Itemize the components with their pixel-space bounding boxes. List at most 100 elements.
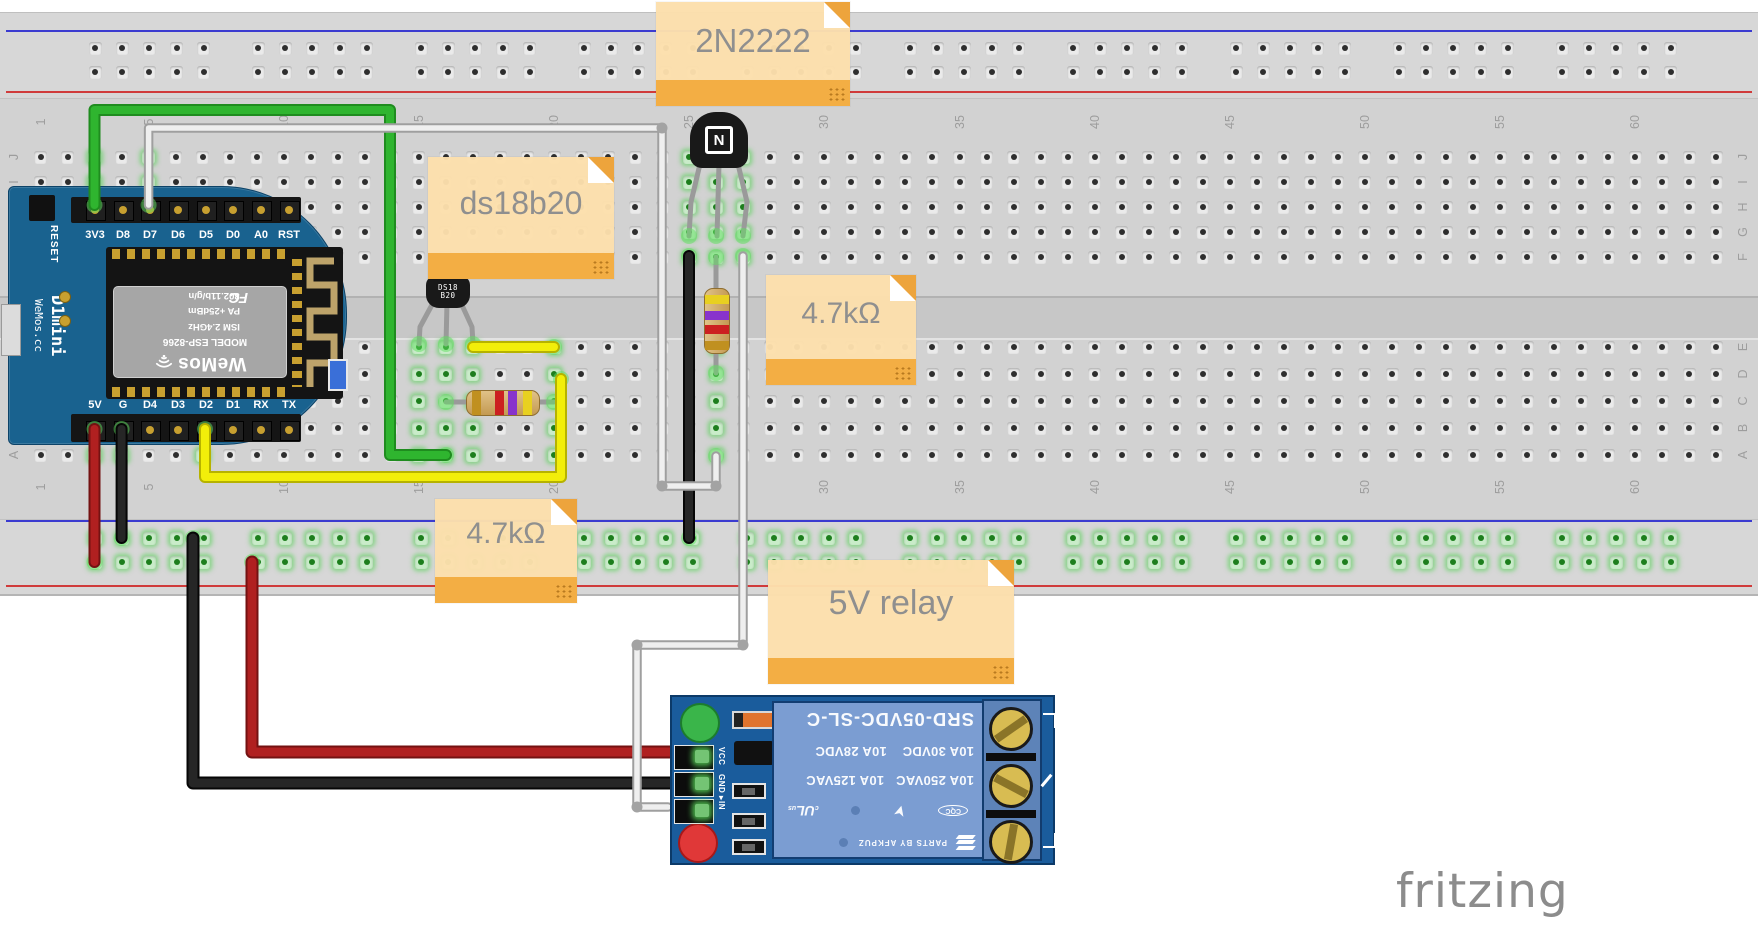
breadboard-hole xyxy=(763,421,777,435)
breadboard-hole xyxy=(1628,200,1642,214)
header-pin[interactable] xyxy=(252,421,272,441)
breadboard-hole xyxy=(1304,394,1318,408)
terminal-screw[interactable] xyxy=(989,820,1033,864)
note-resize-grip[interactable] xyxy=(992,665,1009,680)
breadboard-hole xyxy=(1466,225,1480,239)
breadboard-hole xyxy=(1007,394,1021,408)
breadboard-hole xyxy=(1385,340,1399,354)
wire-green-3v3[interactable] xyxy=(88,104,452,461)
breadboard-hole xyxy=(1093,41,1107,55)
breadboard-hole xyxy=(1148,555,1162,569)
ds18b20-sensor[interactable]: DS18 B20 xyxy=(426,276,470,308)
terminal-separator xyxy=(986,810,1036,818)
relay-pin-gnd[interactable] xyxy=(674,772,714,797)
header-pin[interactable] xyxy=(280,421,300,441)
sticky-note-5v-relay[interactable]: 5V relay xyxy=(768,560,1014,684)
breadboard-hole xyxy=(523,41,537,55)
breadboard-hole xyxy=(659,531,673,545)
header-pin[interactable] xyxy=(224,421,244,441)
breadboard-hole xyxy=(903,41,917,55)
breadboard-hole xyxy=(1358,150,1372,164)
breadboard-hole xyxy=(631,41,645,55)
breadboard-hole xyxy=(1555,65,1569,79)
breadboard-hole xyxy=(1474,41,1488,55)
breadboard-hole xyxy=(1061,175,1075,189)
breadboard-hole xyxy=(844,175,858,189)
breadboard-hole xyxy=(925,367,939,381)
breadboard-hole xyxy=(1709,421,1723,435)
breadboard-hole xyxy=(1061,340,1075,354)
breadboard-hole xyxy=(1439,200,1453,214)
wire-yellow-d2[interactable] xyxy=(199,373,567,483)
transistor-2n2222[interactable]: N xyxy=(690,112,748,168)
wire-red-rail-to-relay[interactable] xyxy=(245,555,683,759)
breadboard-hole xyxy=(1066,65,1080,79)
header-pin[interactable] xyxy=(280,201,300,221)
wire-black-gnd-to-relay[interactable] xyxy=(186,531,683,790)
breadboard-hole xyxy=(520,421,534,435)
breadboard-hole xyxy=(682,225,696,239)
breadboard-hole xyxy=(1061,367,1075,381)
breadboard-hole xyxy=(1115,394,1129,408)
header-pin[interactable] xyxy=(169,421,189,441)
header-pin[interactable] xyxy=(141,421,161,441)
breadboard-hole xyxy=(1601,421,1615,435)
breadboard-hole xyxy=(1574,340,1588,354)
relay-pin-in[interactable] xyxy=(674,799,714,824)
column-number: 50 xyxy=(1357,480,1372,494)
breadboard-hole xyxy=(331,175,345,189)
breadboard-hole xyxy=(1682,225,1696,239)
note-resize-grip[interactable] xyxy=(555,584,572,599)
sticky-note-4k7-b[interactable]: 4.7kΩ xyxy=(435,499,577,603)
breadboard-hole xyxy=(577,555,591,569)
breadboard-hole xyxy=(1385,448,1399,462)
header-pin[interactable] xyxy=(252,201,272,221)
header-pin[interactable] xyxy=(197,201,217,221)
breadboard-hole xyxy=(1446,531,1460,545)
screw-terminal[interactable] xyxy=(982,699,1042,864)
breadboard-hole xyxy=(34,150,47,164)
note-resize-grip[interactable] xyxy=(592,260,609,275)
relay-rating-dc: 10A 30VDC 10A 28VDC xyxy=(815,743,974,759)
band-gold xyxy=(705,341,729,350)
header-pin[interactable] xyxy=(114,201,134,221)
breadboard-hole xyxy=(903,531,917,545)
breadboard-hole xyxy=(1412,421,1426,435)
relay-pin-vcc[interactable] xyxy=(674,745,714,770)
breadboard-hole xyxy=(1142,340,1156,354)
breadboard-hole xyxy=(763,200,777,214)
column-number: 55 xyxy=(1493,115,1508,129)
breadboard-hole xyxy=(278,531,292,545)
sticky-note-ds18b20[interactable]: ds18b20 xyxy=(428,157,614,279)
band-yellow xyxy=(523,391,532,415)
breadboard-hole xyxy=(1601,175,1615,189)
esp8266-shield: WeMos MODEL ESP-8266 ISM 2.4GHz PA +25dB… xyxy=(113,286,287,378)
header-pin[interactable] xyxy=(169,201,189,221)
breadboard-hole xyxy=(817,200,831,214)
breadboard-hole xyxy=(1493,340,1507,354)
via-dot xyxy=(851,806,861,816)
breadboard-hole xyxy=(333,531,347,545)
header-pin[interactable] xyxy=(224,201,244,221)
breadboard-hole xyxy=(953,367,967,381)
breadboard-hole xyxy=(631,555,645,569)
breadboard-hole xyxy=(1277,150,1291,164)
breadboard-hole xyxy=(1493,150,1507,164)
sticky-note-4k7-a[interactable]: 4.7kΩ xyxy=(766,275,916,385)
note-strip xyxy=(768,658,1014,684)
breadboard-hole xyxy=(1439,225,1453,239)
note-resize-grip[interactable] xyxy=(894,366,911,381)
note-resize-grip[interactable] xyxy=(828,87,845,102)
resistor-4k7-horizontal[interactable] xyxy=(466,390,540,416)
resistor-4k7-vertical[interactable] xyxy=(704,288,730,354)
breadboard-hole xyxy=(1229,65,1243,79)
sticky-note-2n2222[interactable]: 2N2222 xyxy=(656,2,850,106)
breadboard-hole xyxy=(1277,200,1291,214)
breadboard-hole xyxy=(1439,394,1453,408)
breadboard-hole xyxy=(360,41,374,55)
terminal-screw[interactable] xyxy=(989,707,1033,751)
terminal-screw[interactable] xyxy=(989,764,1033,808)
breadboard-hole xyxy=(304,200,318,214)
